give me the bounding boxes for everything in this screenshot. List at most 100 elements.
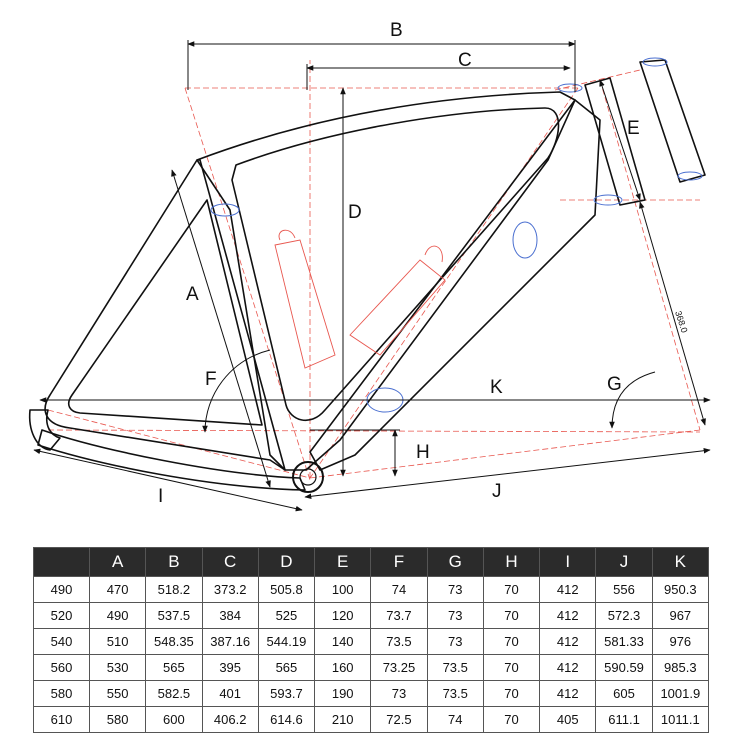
table-cell: 70 <box>482 680 541 707</box>
label-k: K <box>490 377 503 398</box>
table-cell: 73.7 <box>370 602 428 629</box>
header-c: C <box>201 547 259 577</box>
table-cell: 610 <box>33 706 90 733</box>
label-d: D <box>348 202 362 223</box>
table-cell: 73.5 <box>426 680 484 707</box>
table-cell: 518.2 <box>145 576 203 603</box>
table-cell: 160 <box>314 654 372 681</box>
table-cell: 70 <box>482 706 541 733</box>
table-cell: 395 <box>201 654 259 681</box>
label-c: C <box>458 50 472 71</box>
table-cell: 530 <box>88 654 147 681</box>
table-cell: 73 <box>426 602 484 629</box>
header-b: B <box>145 547 203 577</box>
table-cell: 490 <box>88 602 147 629</box>
table-cell: 580 <box>88 706 147 733</box>
table-cell: 600 <box>145 706 203 733</box>
table-cell: 412 <box>539 602 597 629</box>
table-cell: 580 <box>33 680 90 707</box>
table-cell: 614.6 <box>257 706 316 733</box>
table-cell: 510 <box>88 628 147 655</box>
table-cell: 505.8 <box>257 576 316 603</box>
label-b: B <box>390 20 403 41</box>
label-j: J <box>492 481 502 502</box>
table-cell: 74 <box>370 576 428 603</box>
table-cell: 412 <box>539 654 597 681</box>
table-cell: 412 <box>539 628 597 655</box>
table-cell: 73.5 <box>370 628 428 655</box>
label-e: E <box>627 118 640 139</box>
table-cell: 581.33 <box>595 628 653 655</box>
table-cell: 412 <box>539 680 597 707</box>
table-cell: 593.7 <box>257 680 316 707</box>
table-cell: 967 <box>651 602 710 629</box>
table-cell: 560 <box>33 654 90 681</box>
table-cell: 100 <box>314 576 372 603</box>
table-cell: 72.5 <box>370 706 428 733</box>
table-cell: 70 <box>482 602 541 629</box>
table-cell: 565 <box>257 654 316 681</box>
table-cell: 373.2 <box>201 576 259 603</box>
label-f: F <box>205 369 217 390</box>
table-cell: 572.3 <box>595 602 653 629</box>
table-cell: 976 <box>651 628 710 655</box>
table-cell: 120 <box>314 602 372 629</box>
table-cell: 520 <box>33 602 90 629</box>
header-e: E <box>314 547 372 577</box>
table-cell: 140 <box>314 628 372 655</box>
header-h: H <box>482 547 541 577</box>
table-cell: 540 <box>33 628 90 655</box>
table-cell: 556 <box>595 576 653 603</box>
table-cell: 384 <box>201 602 259 629</box>
table-cell: 73 <box>426 576 484 603</box>
table-cell: 210 <box>314 706 372 733</box>
table-cell: 590.59 <box>595 654 653 681</box>
table-cell: 985.3 <box>651 654 710 681</box>
header-g: G <box>426 547 484 577</box>
header-k: K <box>651 547 710 577</box>
label-i: I <box>158 486 163 507</box>
table-cell: 405 <box>539 706 597 733</box>
table-cell: 70 <box>482 654 541 681</box>
table-cell: 70 <box>482 576 541 603</box>
table-cell: 548.35 <box>145 628 203 655</box>
header-size <box>33 547 90 577</box>
header-i: I <box>539 547 597 577</box>
table-cell: 611.1 <box>595 706 653 733</box>
table-cell: 73 <box>426 628 484 655</box>
table-cell: 73.5 <box>426 654 484 681</box>
table-cell: 73 <box>370 680 428 707</box>
table-cell: 412 <box>539 576 597 603</box>
table-cell: 1001.9 <box>651 680 710 707</box>
water-bottles <box>274 229 446 369</box>
table-cell: 190 <box>314 680 372 707</box>
table-cell: 537.5 <box>145 602 203 629</box>
table-cell: 387.16 <box>201 628 259 655</box>
table-cell: 582.5 <box>145 680 203 707</box>
table-cell: 490 <box>33 576 90 603</box>
table-cell: 525 <box>257 602 316 629</box>
table-cell: 605 <box>595 680 653 707</box>
table-cell: 470 <box>88 576 147 603</box>
header-j: J <box>595 547 653 577</box>
tube-joint-accents <box>210 57 703 413</box>
seat-stay-length-note: 368.0 <box>673 310 689 335</box>
bottom-bracket <box>292 461 324 493</box>
table-cell: 401 <box>201 680 259 707</box>
header-d: D <box>257 547 316 577</box>
header-a: A <box>88 547 147 577</box>
bike-frame <box>28 59 706 491</box>
label-a: A <box>186 284 199 305</box>
table-cell: 544.19 <box>257 628 316 655</box>
label-g: G <box>607 374 622 395</box>
table-cell: 406.2 <box>201 706 259 733</box>
table-cell: 70 <box>482 628 541 655</box>
